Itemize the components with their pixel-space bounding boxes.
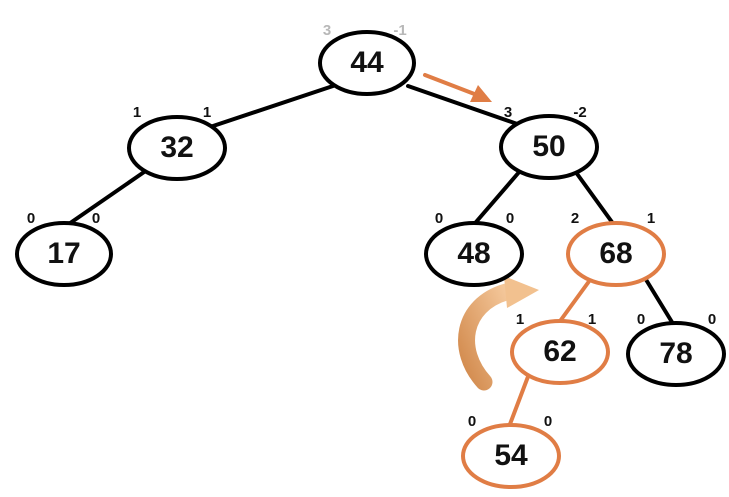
- node-ellipse: [318, 30, 416, 96]
- right-height-label-44: -1: [393, 22, 406, 39]
- right-height-label-68: 1: [647, 210, 655, 227]
- node-value: 78: [659, 337, 692, 370]
- left-height-label-44: 3: [323, 22, 331, 39]
- node-value: 54: [494, 439, 528, 472]
- left-height-label-62: 1: [516, 311, 524, 328]
- node-value: 32: [160, 131, 193, 164]
- node-ellipse: [127, 115, 227, 181]
- edge-32-17: [61, 168, 149, 230]
- edge-50-48: [468, 169, 522, 231]
- right-down-arrow-icon: [423, 73, 492, 102]
- node-ellipse: [15, 221, 113, 287]
- left-height-label-32: 1: [133, 104, 141, 121]
- tree-node-48: 48: [424, 221, 524, 287]
- left-height-label-48: 0: [435, 210, 443, 227]
- edge-62-54: [505, 372, 531, 434]
- node-ellipse: [461, 423, 561, 489]
- tree-node-50: 50: [499, 114, 599, 180]
- left-height-label-50: 3: [504, 104, 512, 121]
- right-height-label-17: 0: [92, 210, 100, 227]
- edge-44-50: [406, 84, 525, 128]
- node-value: 50: [532, 130, 565, 163]
- left-height-label-78: 0: [637, 311, 645, 328]
- right-height-label-62: 1: [588, 311, 596, 328]
- tree-node-54: 54: [461, 423, 561, 489]
- node-value: 48: [457, 237, 490, 270]
- right-height-label-32: 1: [203, 104, 211, 121]
- node-ellipse: [424, 221, 524, 287]
- tree-node-62: 62: [510, 319, 610, 385]
- tree-edges: [61, 84, 677, 434]
- tree-node-17: 17: [15, 221, 113, 287]
- edge-68-78: [643, 276, 677, 329]
- tree-node-44: 44: [318, 30, 416, 96]
- node-value: 17: [47, 237, 80, 270]
- curved-rotation-arrow-icon: [458, 276, 539, 391]
- edge-50-68: [573, 169, 619, 231]
- right-height-label-48: 0: [506, 210, 514, 227]
- tree-node-68: 68: [566, 221, 666, 287]
- right-height-label-54: 0: [544, 413, 552, 430]
- node-ellipse: [510, 319, 610, 385]
- tree-node-32: 32: [127, 115, 227, 181]
- right-height-label-50: -2: [573, 104, 586, 121]
- node-value: 68: [599, 237, 632, 270]
- node-ellipse: [566, 221, 666, 287]
- left-height-label-68: 2: [571, 210, 579, 227]
- edge-44-32: [208, 84, 335, 129]
- left-height-label-17: 0: [27, 210, 35, 227]
- tree-node-78: 78: [626, 321, 726, 387]
- right-height-label-78: 0: [708, 311, 716, 328]
- node-value: 44: [350, 46, 384, 79]
- node-ellipse: [499, 114, 599, 180]
- height-labels: 3 -1 1 1 3 -2 0 0 0 0 2 1 1 1 0 0 0 0: [27, 22, 716, 430]
- node-ellipse: [626, 321, 726, 387]
- node-value: 62: [543, 335, 576, 368]
- annotation-arrows: [423, 73, 539, 391]
- left-height-label-54: 0: [468, 413, 476, 430]
